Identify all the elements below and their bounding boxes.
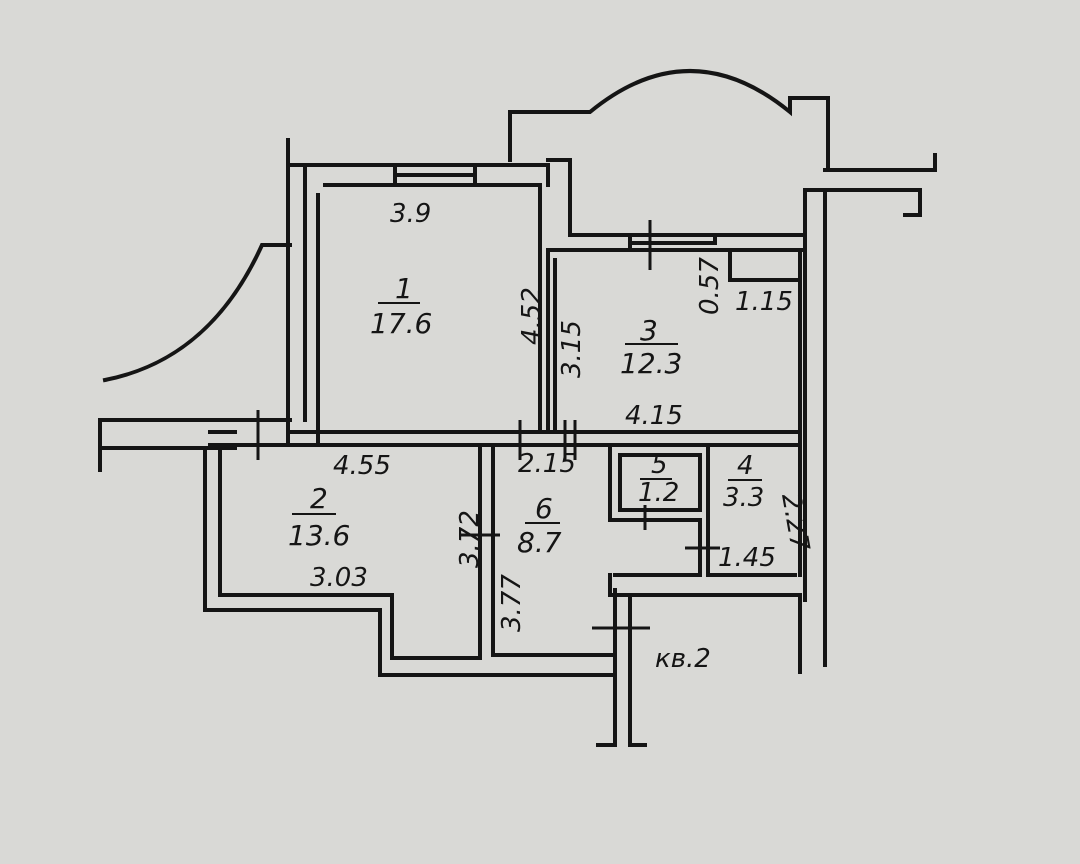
room-number: 3 [640, 314, 658, 347]
dim-room1-length: 4.52 [517, 287, 547, 345]
room-area: 1.2 [638, 478, 679, 508]
dimension-ticks [256, 220, 720, 630]
dim-room3-width: 4.15 [625, 401, 683, 431]
room-area: 12.3 [620, 347, 682, 380]
room-area: 13.6 [288, 519, 350, 552]
room-number: 4 [737, 451, 754, 481]
dim-room2-width: 4.55 [333, 451, 391, 481]
room-3-label: 3 12.3 [620, 314, 682, 380]
room-number: 5 [651, 450, 668, 480]
dim-room2-height: 3.72 [455, 510, 485, 568]
dim-room3-niche-width: 1.15 [735, 287, 793, 317]
dim-room1-width: 3.9 [390, 199, 431, 229]
room-6-label: 6 8.7 [517, 492, 562, 559]
dim-room3-height: 3.15 [557, 320, 587, 378]
room-5-label: 5 1.2 [638, 450, 679, 508]
room-2-label: 2 13.6 [288, 482, 350, 552]
dim-room6-width: 2.15 [518, 449, 576, 479]
room-area: 17.6 [370, 307, 432, 340]
room-area: 3.3 [723, 483, 764, 513]
room-number: 1 [395, 272, 413, 305]
room-area: 8.7 [517, 526, 562, 559]
apartment-label: кв.2 [655, 644, 711, 674]
room-1-label: 1 17.6 [370, 272, 432, 340]
dim-room4-width: 1.45 [718, 543, 776, 573]
room-number: 6 [535, 492, 553, 525]
walls [98, 69, 937, 747]
room-4-label: 4 3.3 [723, 451, 764, 513]
room-number: 2 [310, 482, 328, 515]
dimensions: 3.9 4.52 3.15 4.15 0.57 1.15 4.55 3.72 3… [310, 199, 815, 632]
dim-room6-height: 3.77 [497, 574, 527, 632]
dim-room2-bottom: 3.03 [310, 563, 368, 593]
dim-room3-niche-depth: 0.57 [695, 257, 725, 315]
